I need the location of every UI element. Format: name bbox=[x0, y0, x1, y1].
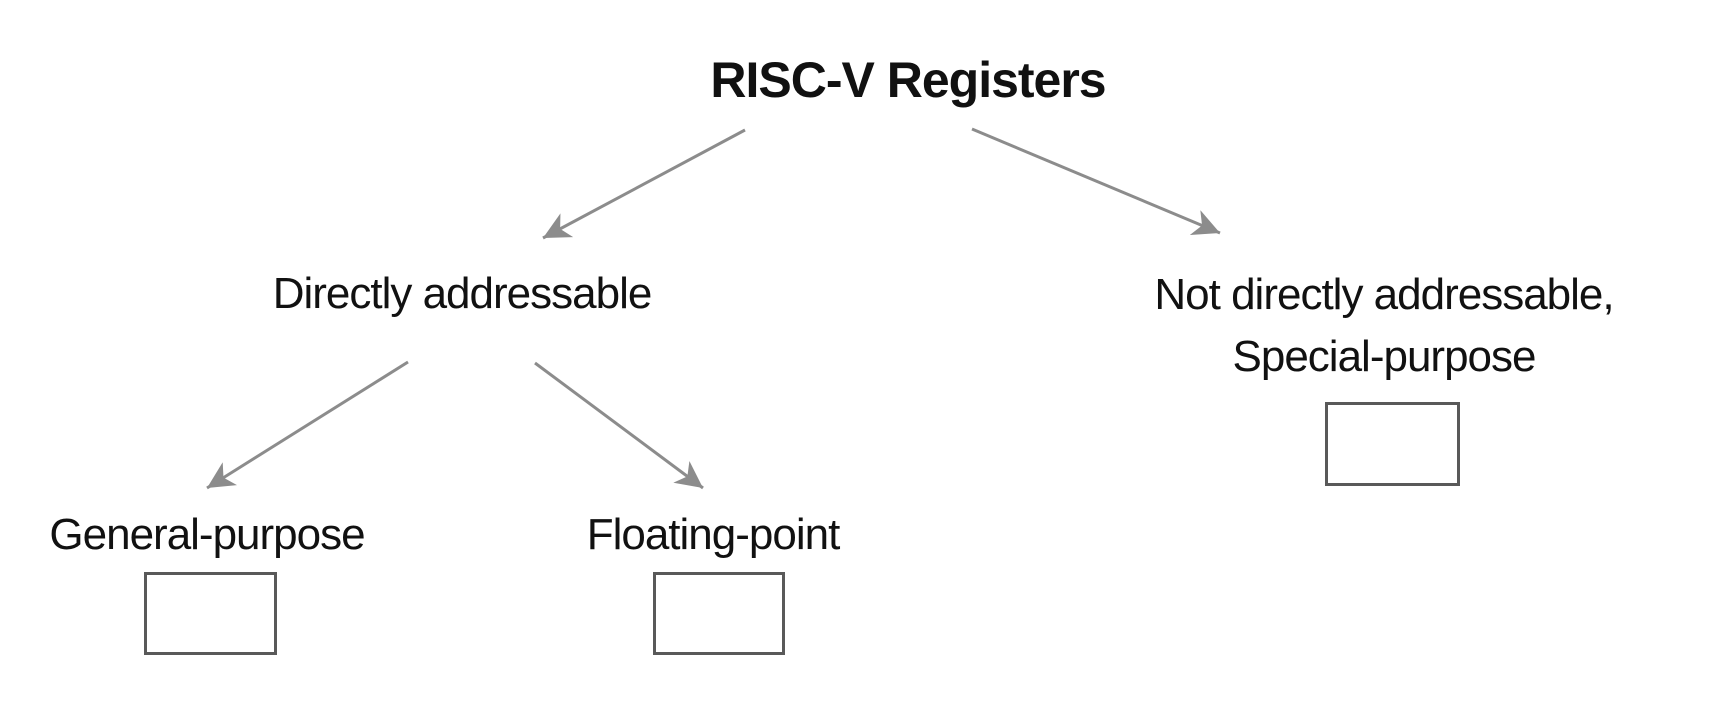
arrow-root-to-directly-addressable bbox=[542, 128, 746, 240]
node-directly-addressable-label: Directly addressable bbox=[272, 269, 653, 318]
node-general-purpose-label: General-purpose bbox=[49, 510, 365, 559]
answer-box-floating-point bbox=[653, 572, 785, 655]
node-floating-point-label: Floating-point bbox=[586, 510, 841, 559]
answer-box-general-purpose bbox=[144, 572, 277, 655]
node-root-label: RISC-V Registers bbox=[710, 52, 1106, 108]
arrow-directly-to-general-purpose bbox=[206, 360, 409, 490]
answer-box-special-purpose bbox=[1325, 402, 1460, 486]
node-not-directly-addressable-label: Not directly addressable, Special-purpos… bbox=[1154, 264, 1614, 388]
node-not-directly-addressable-line2: Special-purpose bbox=[1232, 332, 1537, 381]
node-not-directly-addressable-line1: Not directly addressable, bbox=[1154, 270, 1614, 319]
arrow-directly-to-floating-point bbox=[534, 361, 704, 490]
arrow-root-to-not-directly-addressable bbox=[971, 127, 1221, 236]
